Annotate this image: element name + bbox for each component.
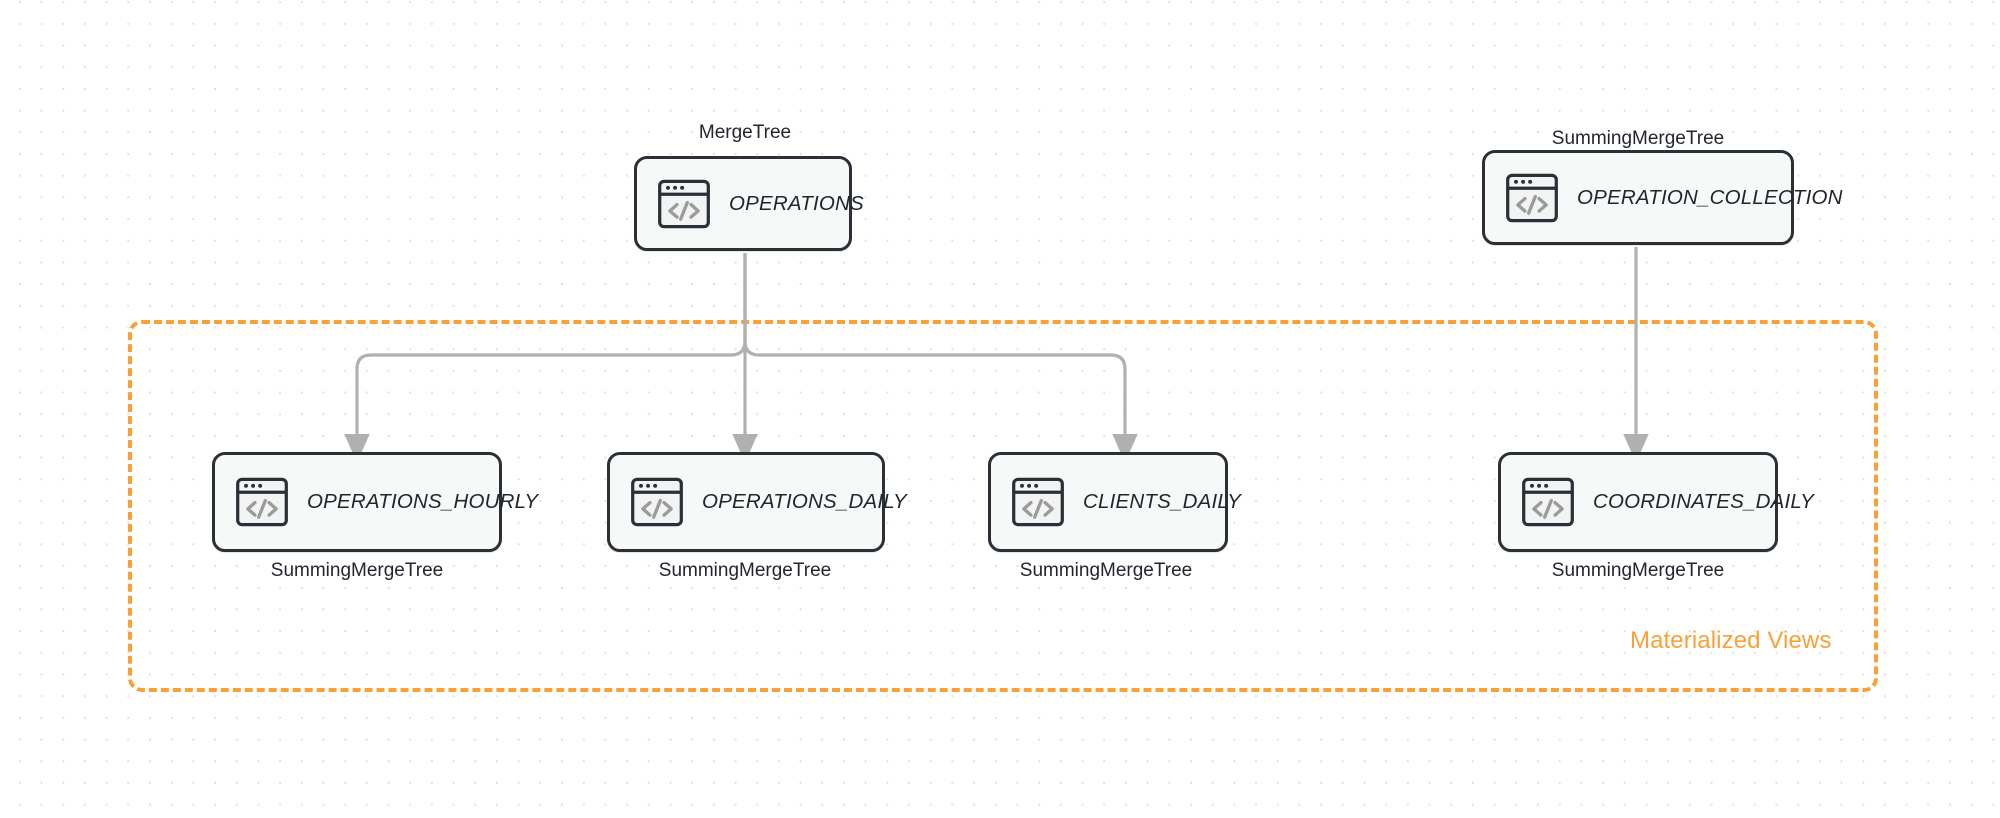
node-title-coordinates_daily: COORDINATES_DAILY xyxy=(1593,490,1814,513)
node-clients_daily[interactable]: CLIENTS_DAILY xyxy=(988,452,1241,552)
node-engine-label-clients_daily: SummingMergeTree xyxy=(1019,560,1193,581)
node-title-operations_daily: OPERATIONS_DAILY xyxy=(702,490,907,513)
node-engine-label-operations_hourly: SummingMergeTree xyxy=(270,560,444,581)
node-title-clients_daily: CLIENTS_DAILY xyxy=(1083,490,1241,513)
node-title-operations_hourly: OPERATIONS_HOURLY xyxy=(307,490,539,513)
node-operations_daily[interactable]: OPERATIONS_DAILY xyxy=(607,452,907,552)
node-title-operations: OPERATIONS xyxy=(729,191,864,215)
code-window-icon xyxy=(236,477,288,527)
node-coordinates_daily[interactable]: COORDINATES_DAILY xyxy=(1498,452,1814,552)
node-title-operation_collection: OPERATION_COLLECTION xyxy=(1577,185,1843,209)
code-window-icon xyxy=(658,179,710,228)
node-operations[interactable]: OPERATIONS xyxy=(634,156,864,251)
node-engine-label-operations: MergeTree xyxy=(698,122,792,143)
code-window-icon xyxy=(1522,477,1574,527)
code-window-icon xyxy=(631,477,683,527)
code-window-icon xyxy=(1506,173,1558,222)
node-engine-label-coordinates_daily: SummingMergeTree xyxy=(1551,560,1725,581)
materialized-views-label: Materialized Views xyxy=(1630,627,1832,654)
node-operations_hourly[interactable]: OPERATIONS_HOURLY xyxy=(212,452,538,552)
node-operation_collection[interactable]: OPERATION_COLLECTION xyxy=(1482,150,1842,245)
node-engine-label-operation_collection: SummingMergeTree xyxy=(1551,128,1725,149)
node-engine-label-operations_daily: SummingMergeTree xyxy=(658,560,832,581)
code-window-icon xyxy=(1012,477,1064,527)
